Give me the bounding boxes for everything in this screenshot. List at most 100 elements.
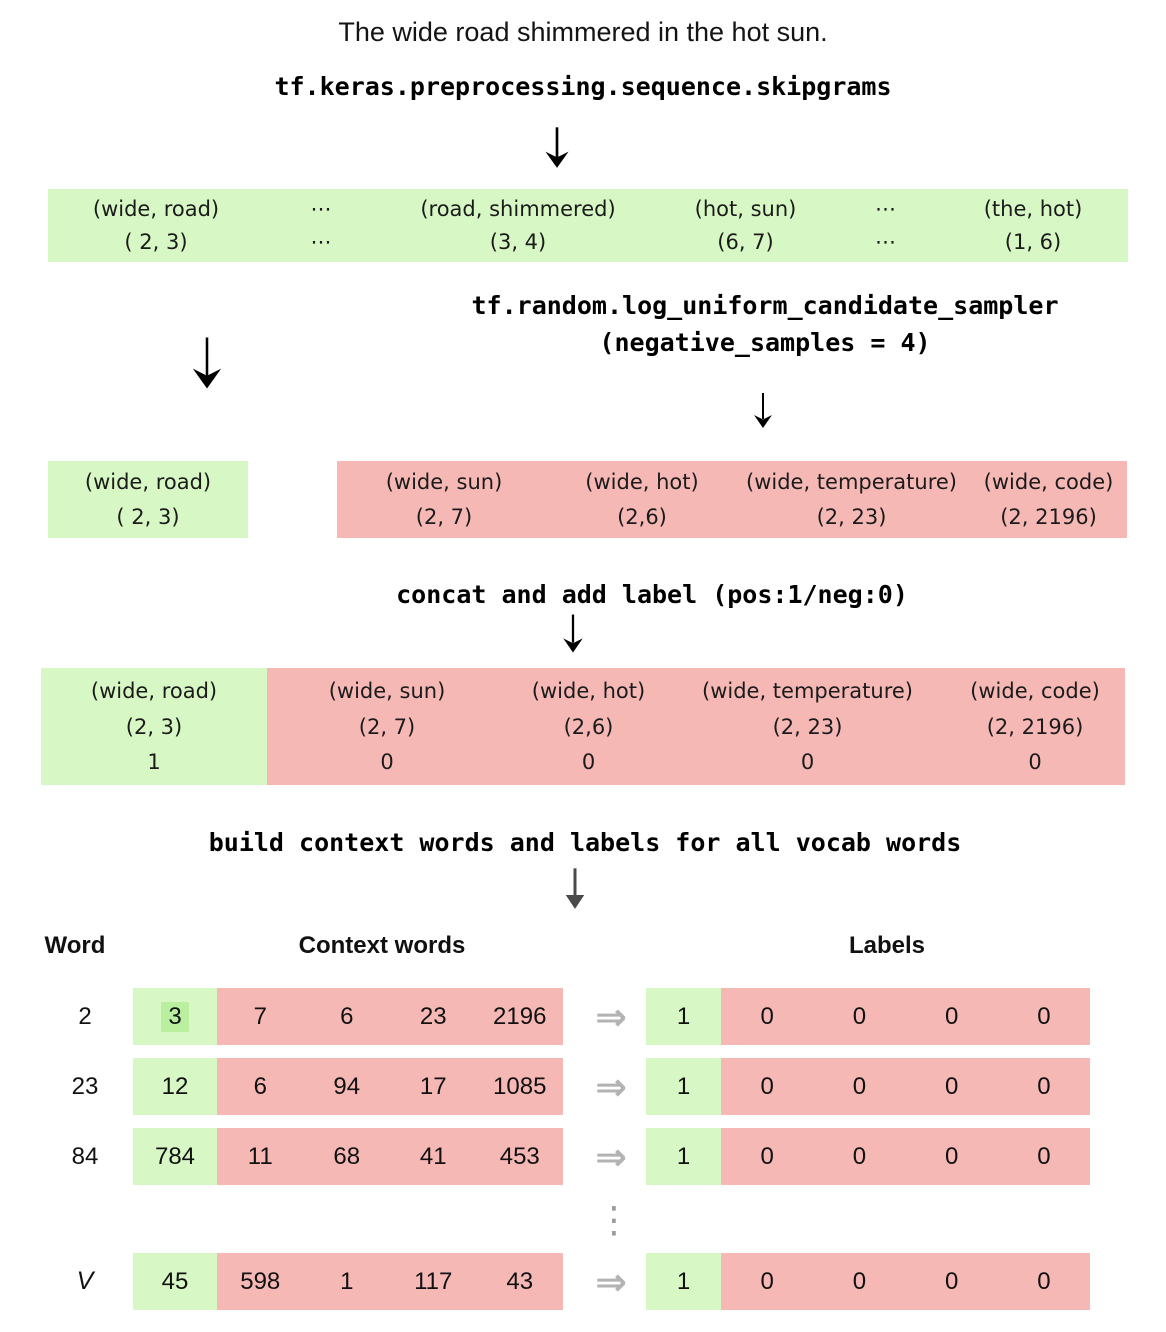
context-value: 117 (414, 1267, 453, 1295)
negative-context-cells: 11 68 41 453 (217, 1128, 563, 1185)
label-value: 0 (1037, 1072, 1051, 1100)
negative-sample: (wide, hot) (2,6) (551, 465, 733, 535)
context-value: 6 (253, 1072, 267, 1100)
id-pair: (2, 7) (415, 504, 473, 529)
word-pair: (wide, road) (90, 679, 218, 704)
down-arrow-icon (751, 390, 775, 430)
positive-context-cell: 45 (133, 1253, 217, 1310)
positive-sample-box: (wide, road) ( 2, 3) (48, 461, 248, 538)
word-pair: (wide, temperature) (746, 469, 957, 494)
label-value: 1 (147, 749, 161, 774)
skipgram-word-pairs-row: (wide, road) ⋯ (road, shimmered) (hot, s… (48, 197, 1128, 221)
highlighted-target-value: 3 (161, 1001, 189, 1032)
context-value: 1 (340, 1267, 354, 1295)
negative-label-cells: 0 0 0 0 (721, 1128, 1090, 1185)
context-words-row: 45 598 1 117 43 (133, 1253, 563, 1310)
labels-row: 1 0 0 0 0 (646, 988, 1090, 1045)
implies-arrow-icon: ⇒ (595, 1259, 627, 1304)
word-pair: (wide, code) (970, 679, 1100, 704)
implies-arrow-icon: ⇒ (595, 1134, 627, 1179)
word-pair: (the, hot) (983, 197, 1083, 222)
skipgram-id-pairs-row: ( 2, 3) ⋯ (3, 4) (6, 7) ⋯ (1, 6) (48, 230, 1128, 254)
positive-sample-with-label: (wide, road) (2, 3) 1 (41, 668, 267, 785)
negative-sample: (wide, sun) (2, 7) (337, 465, 551, 535)
vertical-ellipsis-icon: ⋮ (596, 1200, 632, 1241)
id-pair: (2,6) (617, 504, 667, 529)
positive-label-cell: 1 (646, 1253, 721, 1310)
word-pair: (hot, sun) (694, 197, 797, 222)
down-arrow-icon (543, 125, 571, 169)
positive-label-cell: 1 (646, 988, 721, 1045)
label-value: 0 (760, 1002, 774, 1030)
context-words-column-header: Context words (298, 932, 466, 959)
word-pair: (wide, sun) (385, 469, 503, 494)
label-value: 0 (1037, 1142, 1051, 1170)
label-value: 0 (380, 749, 394, 774)
word-pair: (road, shimmered) (420, 197, 616, 222)
context-words-row: 3 7 6 23 2196 (133, 988, 563, 1045)
label-value: 0 (760, 1142, 774, 1170)
context-value: 7 (253, 1002, 267, 1030)
ellipsis: ⋯ (310, 197, 332, 222)
ellipsis: ⋯ (310, 229, 332, 254)
negative-context-cells: 6 94 17 1085 (217, 1058, 563, 1115)
word-pair: (wide, hot) (531, 679, 646, 704)
label-value: 0 (944, 1267, 959, 1295)
label-value: 0 (852, 1267, 867, 1295)
positive-context-cell: 784 (133, 1128, 217, 1185)
word-pair: (wide, code) (983, 469, 1114, 494)
label-value: 0 (760, 1072, 774, 1100)
word-pair: (wide, road) (84, 469, 212, 494)
id-pair: (2, 23) (772, 714, 843, 739)
sentence-title: The wide road shimmered in the hot sun. (338, 17, 828, 47)
id-pair: (2, 7) (358, 714, 416, 739)
positive-label-cell: 1 (646, 1058, 721, 1115)
negative-samples-arg-label: (negative_samples = 4) (599, 328, 931, 357)
vocab-word-id: 23 (71, 1072, 99, 1100)
id-pair: (2, 3) (125, 714, 183, 739)
build-step-label: build context words and labels for all v… (208, 828, 962, 857)
context-value: 43 (506, 1267, 534, 1295)
id-pair: ( 2, 3) (116, 504, 180, 529)
negative-label-cells: 0 0 0 0 (721, 1058, 1090, 1115)
skipgrams-function-label: tf.keras.preprocessing.sequence.skipgram… (274, 72, 892, 101)
vocab-word-id: 2 (78, 1002, 92, 1030)
concatenated-samples-box: (wide, road) (2, 3) 1 (wide, sun) (2, 7)… (41, 668, 1125, 785)
negative-context-cells: 7 6 23 2196 (217, 988, 563, 1045)
negative-label-cells: 0 0 0 0 (721, 988, 1090, 1045)
word-pair: (wide, hot) (585, 469, 699, 494)
candidate-sampler-function-label: tf.random.log_uniform_candidate_sampler (471, 291, 1059, 320)
context-value: 453 (499, 1142, 540, 1170)
skipgram-pairs-band: (wide, road) ⋯ (road, shimmered) (hot, s… (48, 189, 1128, 262)
labels-row: 1 0 0 0 0 (646, 1058, 1090, 1115)
id-pair: (3, 4) (489, 229, 547, 254)
context-value: 598 (240, 1267, 281, 1295)
context-value: 1085 (493, 1072, 547, 1100)
positive-label-cell: 1 (646, 1128, 721, 1185)
context-words-row: 784 11 68 41 453 (133, 1128, 563, 1185)
context-value: 68 (333, 1142, 361, 1170)
label-value: 0 (1028, 749, 1042, 774)
id-pair: (2, 2196) (986, 714, 1084, 739)
ellipsis: ⋯ (875, 197, 896, 222)
context-value: 94 (333, 1072, 361, 1100)
labels-row: 1 0 0 0 0 (646, 1128, 1090, 1185)
positive-context-cell: 12 (133, 1058, 217, 1115)
label-value: 0 (944, 1002, 959, 1030)
concat-step-label: concat and add label (pos:1/neg:0) (396, 580, 908, 609)
down-arrow-icon (561, 866, 589, 910)
context-value: 2196 (493, 1002, 547, 1030)
word-pair: (wide, road) (92, 197, 220, 222)
word-pair: (wide, temperature) (702, 679, 913, 704)
negative-sample-with-label: (wide, temperature) (2, 23) 0 (670, 668, 945, 785)
implies-arrow-icon: ⇒ (595, 1064, 627, 1109)
context-value: 11 (247, 1142, 273, 1170)
label-value: 0 (944, 1142, 959, 1170)
positive-context-cell: 3 (133, 988, 217, 1045)
context-value: 6 (340, 1002, 354, 1030)
labels-column-header: Labels (848, 932, 926, 959)
implies-arrow-icon: ⇒ (595, 994, 627, 1039)
ellipsis: ⋯ (875, 229, 896, 254)
id-pair: ( 2, 3) (124, 229, 188, 254)
